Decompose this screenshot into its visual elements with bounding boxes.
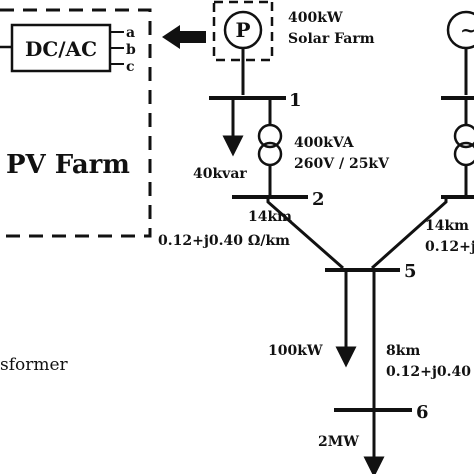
bus-label-2: 2 [312, 189, 325, 210]
generator-symbol: ~ [460, 18, 474, 42]
phase-label-a: a [126, 25, 135, 41]
active-load-label-bus5: 100kW [268, 343, 323, 359]
line-right-impedance: 0.12+j [425, 239, 474, 255]
line-2-5 [266, 197, 344, 270]
phase-label-b: b [126, 42, 136, 58]
line-2-5-impedance: 0.12+j0.40 Ω/km [158, 233, 290, 249]
bus-label-1: 1 [289, 90, 302, 111]
transformer-icon [453, 98, 474, 196]
bus-label-5: 5 [404, 261, 417, 282]
line-right-length: 14km [425, 218, 469, 234]
phase-label-c: c [126, 59, 135, 75]
power-flow-arrow-icon [162, 25, 206, 49]
line-right-5 [371, 197, 448, 270]
reactive-load-label: 40kvar [193, 166, 247, 182]
pv-farm-boundary [0, 8, 152, 238]
transformer-icon [257, 98, 283, 196]
ac-generator-icon [446, 10, 474, 95]
line-2-5-length: 14km [248, 209, 292, 225]
dc-ac-converter [0, 23, 124, 73]
bus-label-6: 6 [416, 402, 429, 423]
solar-name: Solar Farm [288, 31, 375, 47]
converter-label: DC/AC [25, 37, 97, 61]
line-5-6-impedance: 0.12+j0.40 [386, 364, 471, 380]
solar-rating: 400kW [288, 10, 343, 26]
pv-farm-title: PV Farm [6, 150, 130, 180]
active-load-label-bus6: 2MW [318, 434, 359, 450]
transformer-voltage: 260V / 25kV [294, 156, 390, 172]
solar-source-icon [212, 0, 274, 95]
transformer-rating: 400kVA [294, 135, 355, 151]
line-5-6-length: 8km [386, 343, 420, 359]
solar-source-symbol: P [235, 18, 250, 42]
legend-fragment: sformer [0, 355, 69, 375]
